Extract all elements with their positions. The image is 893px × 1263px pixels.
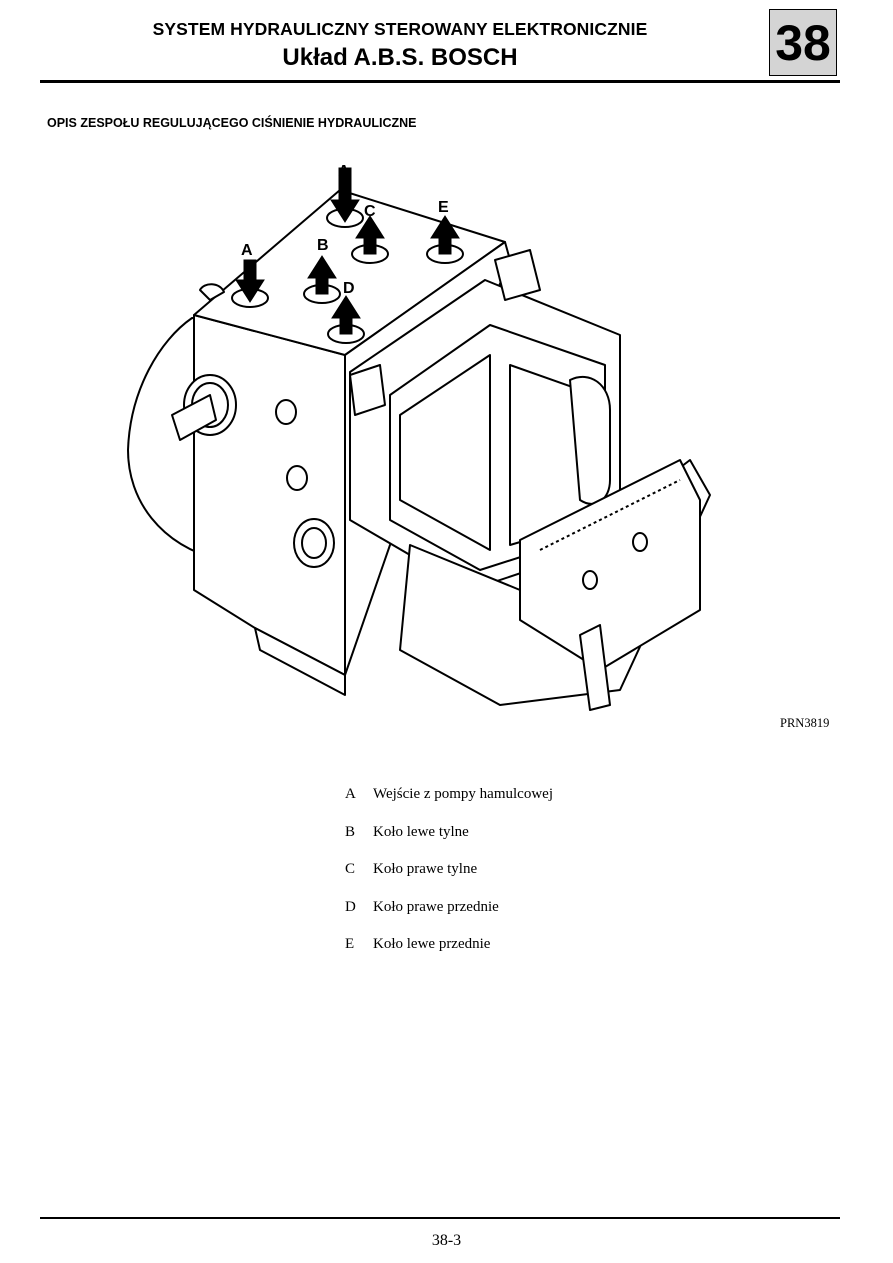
legend-key: B xyxy=(345,823,356,840)
chapter-number-badge: 38 xyxy=(769,9,837,76)
header-divider xyxy=(40,80,840,83)
valve-block-bottom xyxy=(254,627,346,696)
abs-unit-figure: A A C E B D xyxy=(100,150,840,750)
ecu-side-panel xyxy=(399,354,491,551)
system-title: SYSTEM HYDRAULICZNY STEROWANY ELEKTRONIC… xyxy=(152,19,648,39)
legend-item: D Koło prawe przednie xyxy=(345,899,553,937)
connector-plug-body xyxy=(519,459,701,671)
arrow-e-up xyxy=(430,215,460,255)
connector-screw-1 xyxy=(582,570,598,590)
page-header: SYSTEM HYDRAULICZNY STEROWANY ELEKTRONIC… xyxy=(0,0,893,88)
page-number: 38-3 xyxy=(431,1232,462,1249)
port-hole-1 xyxy=(275,399,297,425)
label-b: B xyxy=(317,237,329,254)
section-heading: OPIS ZESPOŁU REGULUJĄCEGO CIŚNIENIE HYDR… xyxy=(47,116,417,130)
legend-text: Koło lewe tylne xyxy=(373,823,469,840)
port-hole-2 xyxy=(286,465,308,491)
label-a-top: A xyxy=(338,163,350,180)
figure-legend: A Wejście z pompy hamulcowej B Koło lewe… xyxy=(345,786,553,974)
legend-key: A xyxy=(345,786,356,802)
valve-block-bump xyxy=(199,283,225,301)
connector-pins xyxy=(539,479,681,551)
legend-text: Wejście z pompy hamulcowej xyxy=(373,786,553,802)
legend-key: D xyxy=(345,898,356,915)
legend-item: B Koło lewe tylne xyxy=(345,824,553,862)
legend-text: Koło lewe przednie xyxy=(373,936,491,952)
arrow-b-up xyxy=(307,255,337,295)
arrow-a-left-down xyxy=(235,259,265,303)
ecu-connector-shell xyxy=(569,375,611,505)
label-d: D xyxy=(343,280,355,297)
legend-key: C xyxy=(345,861,356,877)
legend-item: C Koło prawe tylne xyxy=(345,861,553,899)
label-e: E xyxy=(438,199,449,216)
mounting-bracket xyxy=(494,249,541,301)
footer-divider xyxy=(40,1217,840,1219)
legend-text: Koło prawe przednie xyxy=(373,898,499,915)
mounting-stud xyxy=(171,394,217,441)
arrow-a-top-down xyxy=(330,167,360,223)
connector-screw-2 xyxy=(632,532,648,552)
connector-latch xyxy=(579,624,611,711)
valve-block-front-face xyxy=(193,314,346,676)
figure-reference: PRN3819 xyxy=(780,716,830,730)
legend-item: E Koło lewe przednie xyxy=(345,936,553,974)
legend-key: E xyxy=(345,936,355,952)
arrow-d-up xyxy=(331,295,361,335)
legend-item: A Wejście z pompy hamulcowej xyxy=(345,786,553,824)
system-subtitle: Układ A.B.S. BOSCH xyxy=(282,44,518,71)
arrow-c-up xyxy=(355,215,385,255)
legend-text: Koło prawe tylne xyxy=(373,861,478,877)
label-a-left: A xyxy=(241,242,253,259)
port-hole-3-inner xyxy=(301,527,327,559)
label-c: C xyxy=(364,203,376,220)
abs-unit-illustration: A A C E B D xyxy=(127,163,711,711)
ecu-clip xyxy=(349,364,386,416)
